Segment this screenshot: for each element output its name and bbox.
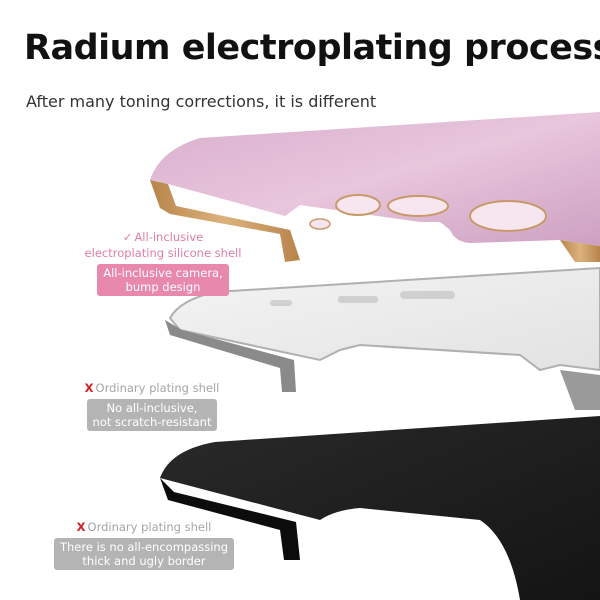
feature-heading-line1: All-inclusive bbox=[134, 230, 204, 244]
feature-badge-line2: thick and ugly border bbox=[82, 554, 206, 568]
flash-hole bbox=[309, 218, 331, 230]
pink-shell-right-edge bbox=[560, 240, 600, 262]
camera-hole-3 bbox=[469, 200, 547, 232]
feature-badge-line2: bump design bbox=[125, 280, 201, 294]
camera-hole-2 bbox=[387, 195, 449, 217]
clear-shell-edge bbox=[165, 320, 296, 392]
feature-badge-line1: No all-inclusive, bbox=[106, 401, 198, 415]
pink-shell-edge bbox=[150, 180, 300, 262]
feature-badge: There is no all-encompassing thick and u… bbox=[53, 538, 235, 570]
check-icon: ✓ bbox=[122, 230, 133, 244]
clear-shell-right-edge bbox=[560, 370, 600, 410]
feature-heading-line2: electroplating silicone shell bbox=[84, 246, 242, 260]
clear-shell-layer bbox=[165, 266, 600, 410]
feature-label-silicone-shell: ✓All-inclusive electroplating silicone s… bbox=[78, 229, 248, 296]
black-shell-edge bbox=[160, 478, 300, 560]
feature-badge-line1: All-inclusive camera, bbox=[103, 266, 223, 280]
button-slot-2 bbox=[338, 296, 378, 303]
black-shell-surface bbox=[160, 416, 600, 600]
cross-icon: X bbox=[84, 381, 94, 395]
button-slot-3 bbox=[400, 291, 455, 299]
pink-shell-layer bbox=[150, 112, 600, 262]
button-slot-1 bbox=[270, 300, 292, 306]
feature-badge: All-inclusive camera, bump design bbox=[97, 264, 229, 296]
cross-icon: X bbox=[76, 520, 86, 534]
black-shell-layer bbox=[160, 416, 600, 600]
feature-badge-line2: not scratch-resistant bbox=[92, 415, 212, 429]
feature-badge-line1: There is no all-encompassing bbox=[59, 540, 229, 554]
feature-heading-line1: Ordinary plating shell bbox=[95, 381, 220, 395]
page-title: Radium electroplating process bbox=[24, 28, 600, 68]
camera-hole-1 bbox=[335, 194, 381, 216]
feature-heading-line1: Ordinary plating shell bbox=[87, 520, 212, 534]
feature-heading: ✓All-inclusive bbox=[78, 229, 248, 245]
page-subtitle: After many toning corrections, it is dif… bbox=[26, 92, 377, 111]
feature-badge: No all-inclusive, not scratch-resistant bbox=[86, 399, 218, 431]
